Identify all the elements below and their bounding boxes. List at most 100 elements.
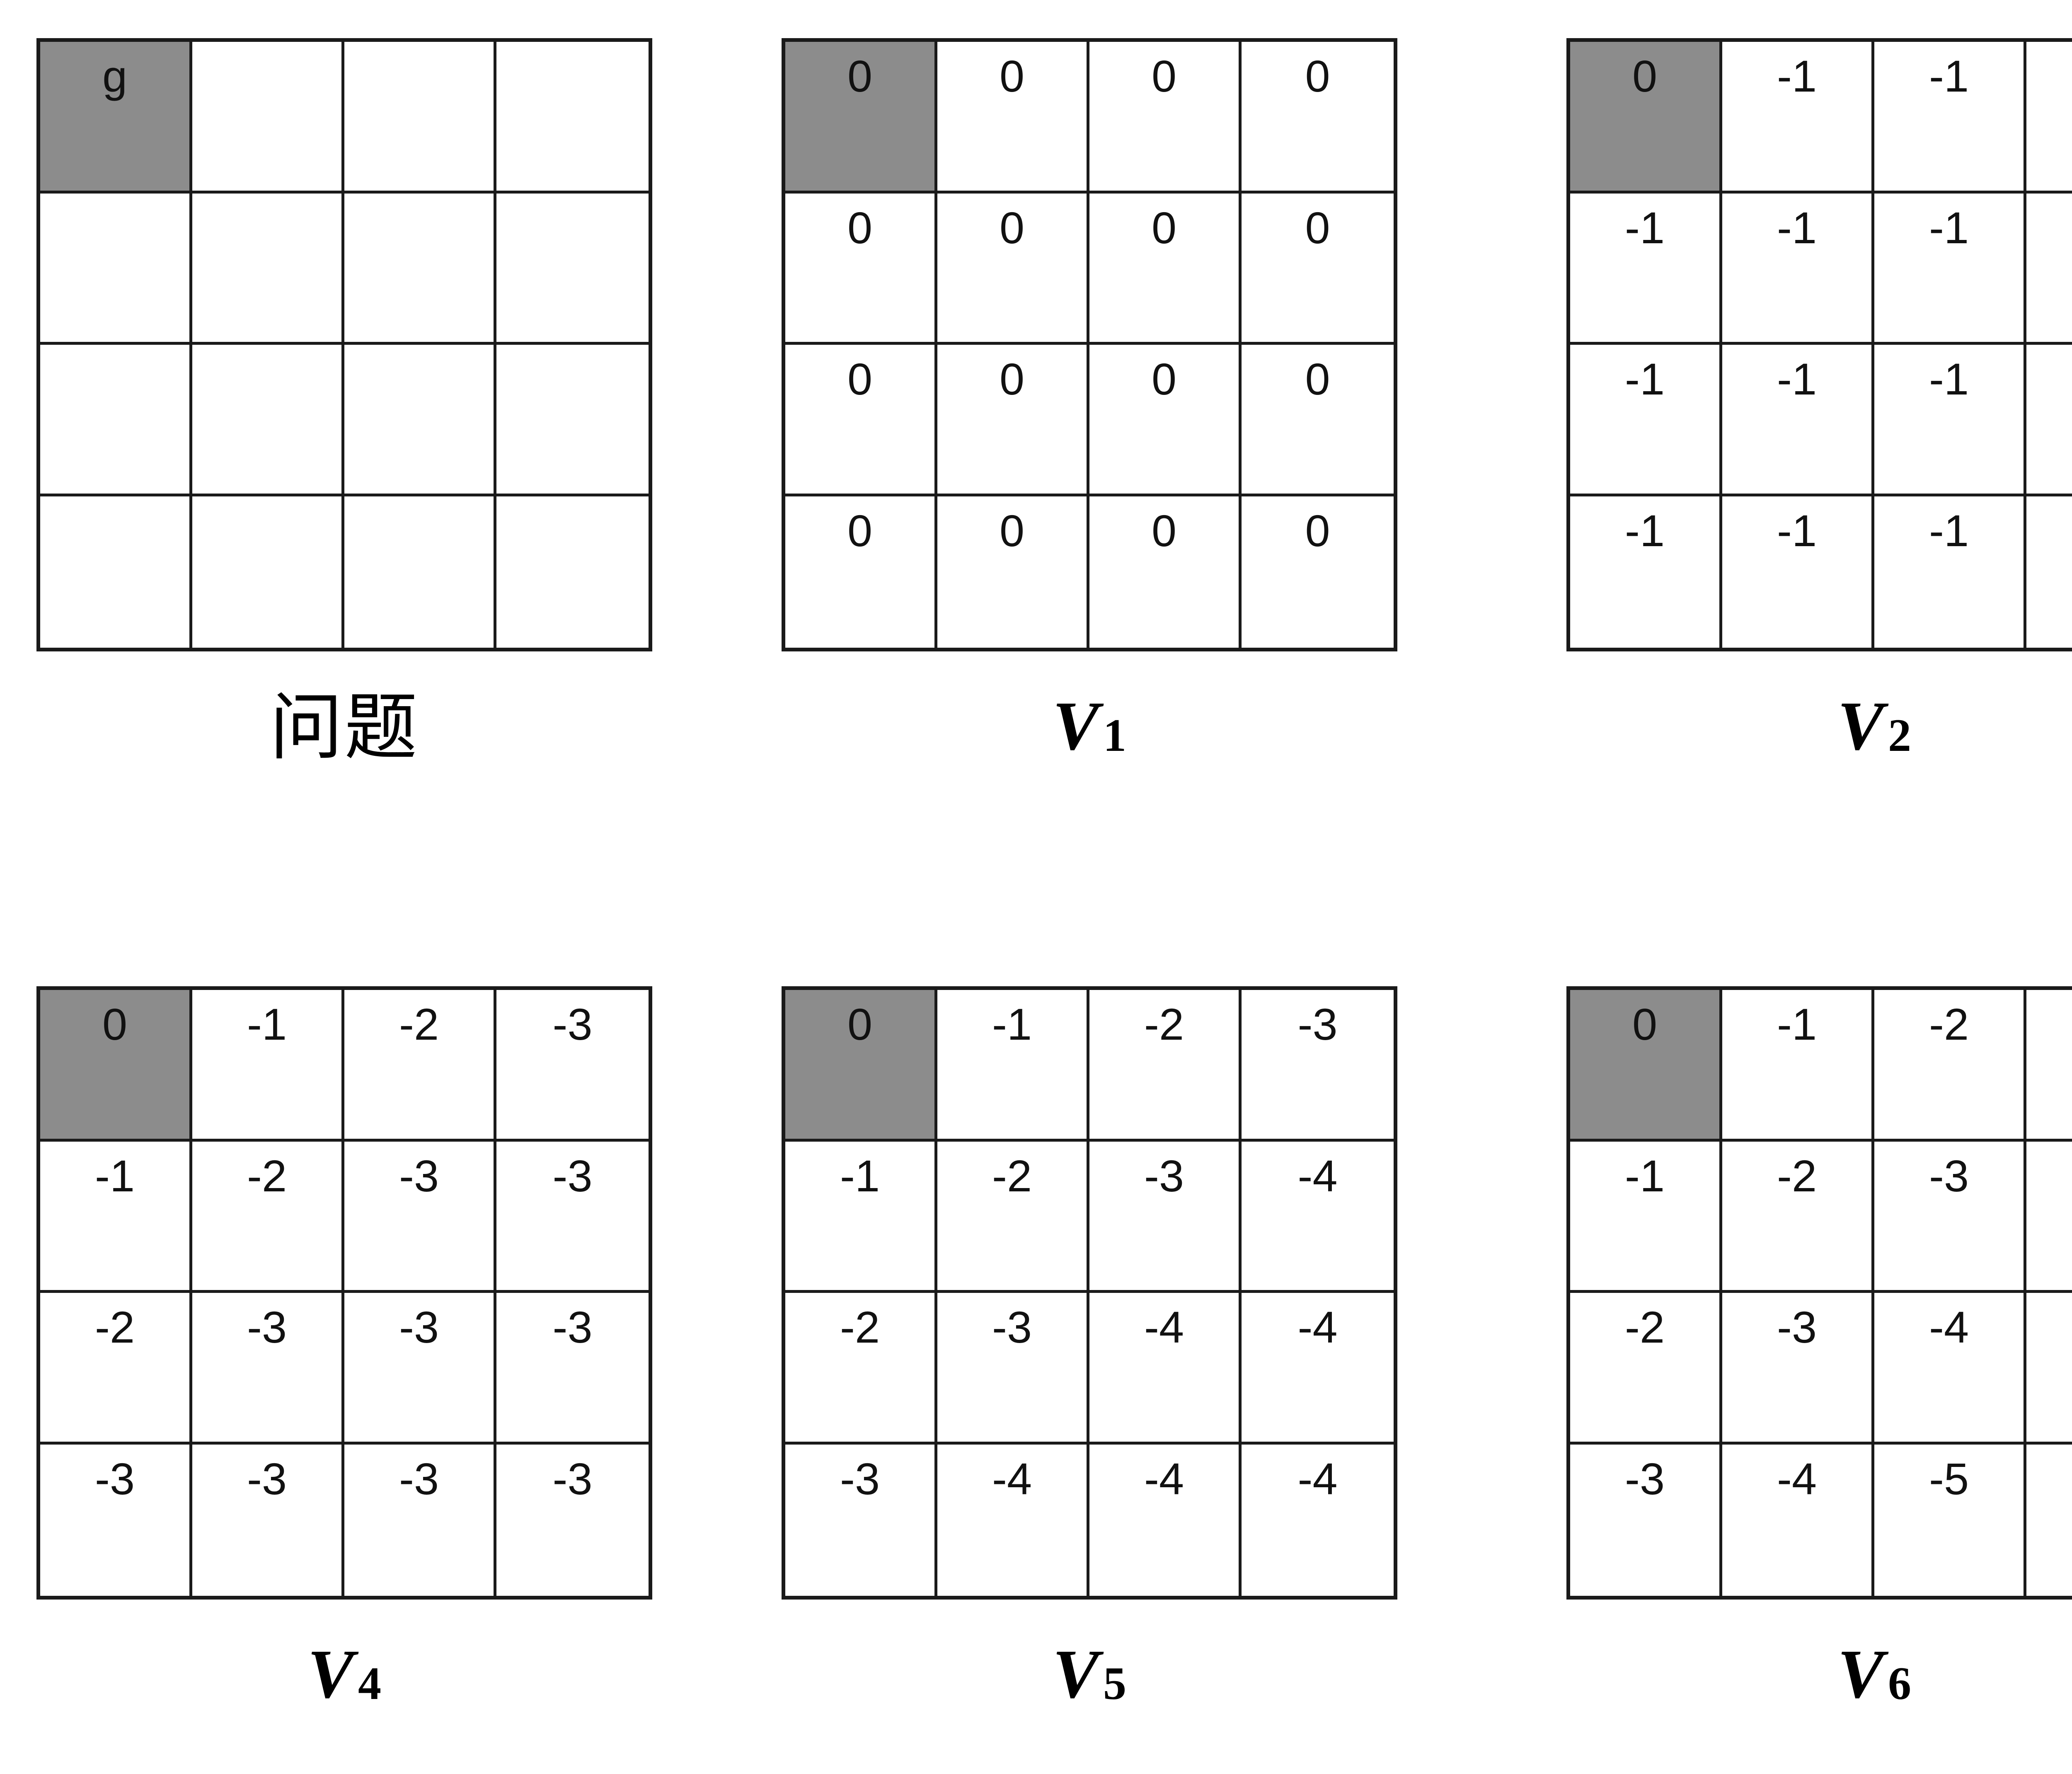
grid-cell: -3 — [40, 1444, 192, 1596]
grid-cell: -1 — [1722, 496, 1874, 648]
grid-cell: 0 — [1089, 42, 1242, 194]
grid-cell: 0 — [785, 42, 937, 194]
grid-cell: -2 — [40, 1293, 192, 1445]
grid-cell: 0 — [1242, 496, 1394, 648]
grid-cell: 0 — [937, 496, 1089, 648]
grid-cell: 0 — [40, 990, 192, 1142]
value-grid-v6: 0-1-2-3-1-2-3-4-2-3-4-5-3-4-5-5 — [1566, 986, 2072, 1600]
value-grid-v5: 0-1-2-3-1-2-3-4-2-3-4-4-3-4-4-4 — [782, 986, 1397, 1600]
grid-cell: -1 — [1570, 1141, 1722, 1293]
caption-subscript: 1 — [1103, 710, 1127, 762]
value-grid-v2: 0-1-1-1-1-1-1-1-1-1-1-1-1-1-1-1 — [1566, 38, 2072, 651]
grid-cell: -4 — [937, 1444, 1089, 1596]
grid-cell: 0 — [1089, 193, 1242, 345]
grid-cell — [40, 496, 192, 648]
caption-symbol: V — [307, 1636, 354, 1713]
grid-cell — [192, 193, 344, 345]
grid-cell: -1 — [1874, 193, 2026, 345]
grid-cell: 0 — [1570, 42, 1722, 194]
grid-cell: -1 — [1874, 345, 2026, 496]
value-grid-v4: 0-1-2-3-1-2-3-3-2-3-3-3-3-3-3-3 — [36, 986, 652, 1600]
grid-cell: -2 — [1874, 990, 2026, 1142]
grid-cell: 0 — [785, 990, 937, 1142]
caption-label: 问题 — [269, 685, 419, 770]
grid-cell: -3 — [785, 1444, 937, 1596]
grid-cell — [192, 496, 344, 648]
grid-cell: -3 — [1874, 1141, 2026, 1293]
grid-caption-v1: V1 — [1053, 691, 1126, 761]
grid-cell: -1 — [192, 990, 344, 1142]
grid-cell: -3 — [1242, 990, 1394, 1142]
grid-cell: -1 — [1722, 193, 1874, 345]
grid-cell — [192, 345, 344, 496]
grid-cell: 0 — [785, 193, 937, 345]
grid-cell: -4 — [1242, 1444, 1394, 1596]
grid-cell: -4 — [2026, 1141, 2072, 1293]
caption-subscript: 5 — [1103, 1658, 1127, 1710]
grid-cell: 0 — [1089, 345, 1242, 496]
grid-cell: 0 — [937, 42, 1089, 194]
caption-subscript: 6 — [1888, 1658, 1912, 1710]
grid-cell: -1 — [785, 1141, 937, 1293]
grid-cell: -3 — [1570, 1444, 1722, 1596]
caption-subscript: 2 — [1888, 710, 1912, 762]
grid-cell — [344, 345, 496, 496]
grid-cell: 0 — [785, 345, 937, 496]
grid-cell: -3 — [496, 1293, 649, 1445]
grid-cell: -1 — [1722, 345, 1874, 496]
grid-cell: -2 — [344, 990, 496, 1142]
grid-cell — [496, 345, 649, 496]
grid-cell: -3 — [192, 1293, 344, 1445]
caption-symbol: V — [1837, 687, 1884, 765]
grid-cell: -1 — [1570, 496, 1722, 648]
grid-cell: -4 — [1089, 1444, 1242, 1596]
grid-caption-v5: V5 — [1053, 1639, 1126, 1709]
grid-cell: -5 — [2026, 1293, 2072, 1445]
grid-cell: -4 — [1874, 1293, 2026, 1445]
grid-cell — [344, 496, 496, 648]
grid-caption-v6: V6 — [1837, 1639, 1911, 1709]
grid-panel-v6: 0-1-2-3-1-2-3-4-2-3-4-5-3-4-5-5V6 — [1566, 986, 2072, 1709]
grid-cell — [496, 193, 649, 345]
grid-cell: 0 — [1242, 345, 1394, 496]
grid-cell: -4 — [1089, 1293, 1242, 1445]
grid-cell — [344, 193, 496, 345]
grid-cell: -1 — [1570, 345, 1722, 496]
grid-cell: -4 — [1242, 1293, 1394, 1445]
caption-symbol: V — [1052, 1636, 1099, 1713]
grid-cell — [40, 193, 192, 345]
grid-cell: -1 — [40, 1141, 192, 1293]
grid-cell: -2 — [1722, 1141, 1874, 1293]
grid-cell: -3 — [344, 1293, 496, 1445]
grid-cell: 0 — [1242, 42, 1394, 194]
grid-cell: -3 — [192, 1444, 344, 1596]
grid-cell: -1 — [1722, 42, 1874, 194]
grid-cell: -1 — [1874, 496, 2026, 648]
grid-cell: -3 — [344, 1444, 496, 1596]
grid-cell — [192, 42, 344, 194]
grid-cell: -3 — [1722, 1293, 1874, 1445]
grid-cell: -1 — [2026, 496, 2072, 648]
grid-cell: -3 — [1089, 1141, 1242, 1293]
grid-cell: -3 — [344, 1141, 496, 1293]
grid-cell: 0 — [785, 496, 937, 648]
grid-cell: -1 — [2026, 193, 2072, 345]
grid-cell: 0 — [1242, 193, 1394, 345]
grid-cell — [496, 42, 649, 194]
grid-cell: -1 — [2026, 345, 2072, 496]
grid-cell: 0 — [1570, 990, 1722, 1142]
grid-cell: -5 — [1874, 1444, 2026, 1596]
caption-symbol: V — [1837, 1636, 1884, 1713]
grid-cell: -2 — [937, 1141, 1089, 1293]
grid-cell: -3 — [496, 1444, 649, 1596]
grid-cell — [496, 496, 649, 648]
grid-cell: -3 — [2026, 990, 2072, 1142]
grid-cell: 0 — [937, 193, 1089, 345]
grid-cell: 0 — [1089, 496, 1242, 648]
